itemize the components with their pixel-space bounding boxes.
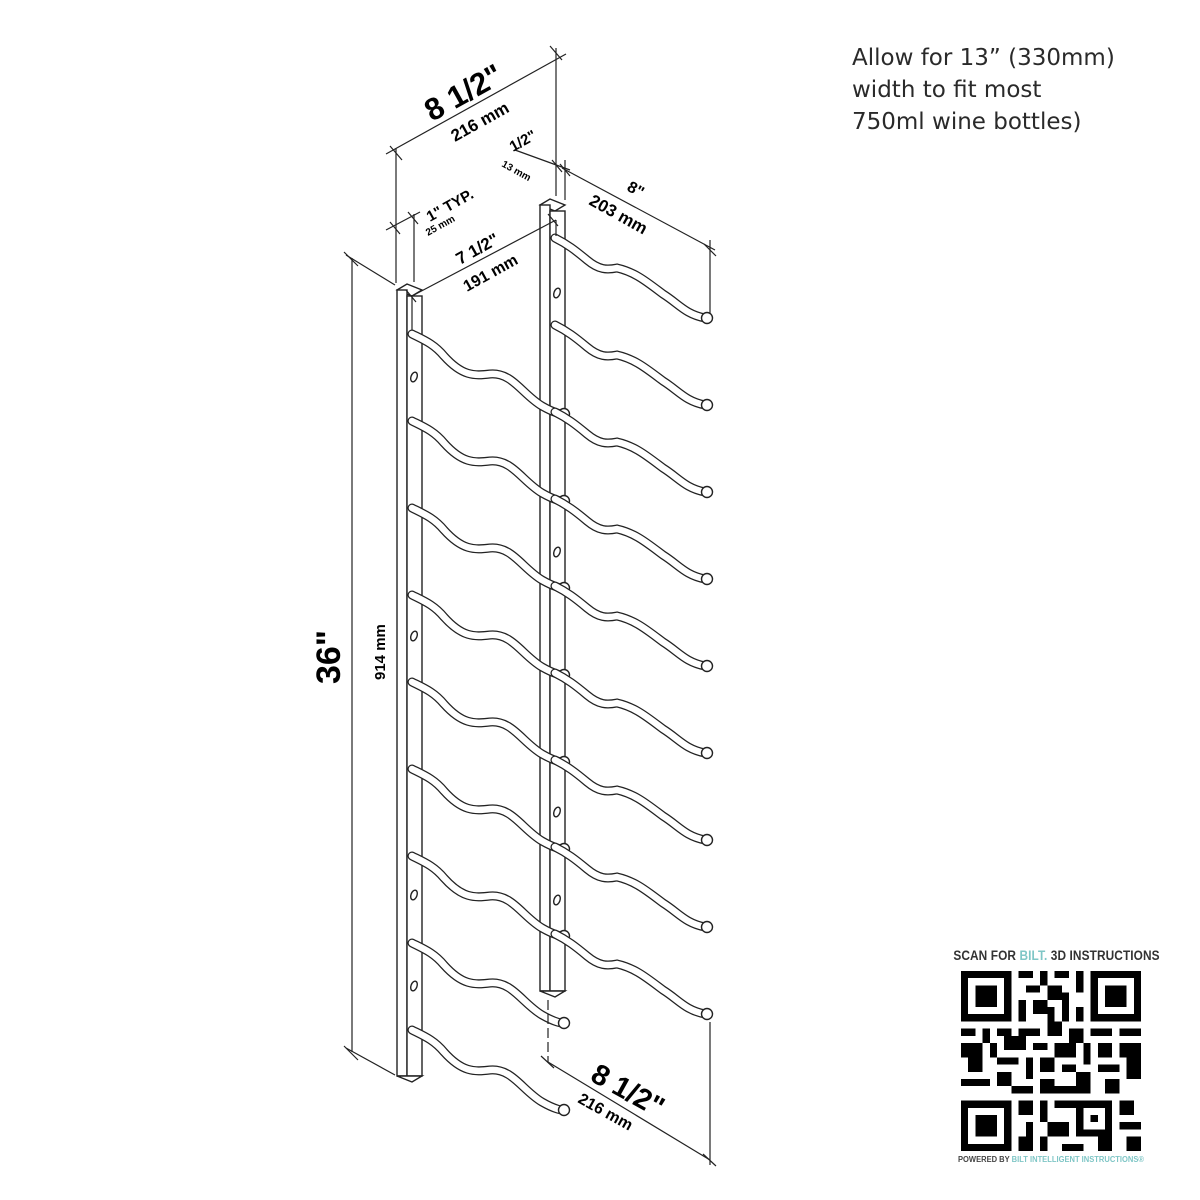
- note-line-3: 750ml wine bottles): [852, 109, 1082, 135]
- dim-height-imperial: 36": [310, 630, 348, 684]
- dim-rail-offset-imperial: 1/2": [507, 127, 540, 155]
- dim-height-metric: 914 mm: [372, 624, 389, 680]
- bilt-qr-block: SCAN FOR BILT. 3D INSTRUCTIONS POWERED B…: [940, 948, 1162, 1164]
- dim-rail-offset-metric: 13 mm: [500, 159, 533, 184]
- qr-title-suffix: 3D INSTRUCTIONS: [1047, 948, 1160, 963]
- qr-title-brand: BILT.: [1019, 948, 1048, 963]
- right-rail-arms: [555, 238, 713, 1020]
- note-line-2: width to fit most: [852, 77, 1042, 103]
- note-line-1: Allow for 13” (330mm): [852, 45, 1115, 71]
- dimension-lines: [343, 45, 717, 1167]
- right-rail: [538, 198, 568, 998]
- bottle-width-note: Allow for 13” (330mm) width to fit most …: [852, 42, 1182, 138]
- dimension-labels: 8 1/2" 216 mm 1/2" 13 mm 1" TYP. 25 mm 7…: [310, 57, 670, 1134]
- dim-arm-depth-imperial: 8": [624, 179, 647, 202]
- qr-title-prefix: SCAN FOR: [953, 948, 1020, 963]
- qr-footer: POWERED BY BILT INTELLIGENT INSTRUCTIONS…: [953, 1154, 1148, 1164]
- qr-title: SCAN FOR BILT. 3D INSTRUCTIONS: [953, 948, 1159, 963]
- qr-footer-prefix: POWERED BY: [958, 1154, 1012, 1164]
- qr-code-icon[interactable]: [961, 971, 1141, 1151]
- qr-footer-brand: BILT INTELLIGENT INSTRUCTIONS®: [1011, 1154, 1144, 1164]
